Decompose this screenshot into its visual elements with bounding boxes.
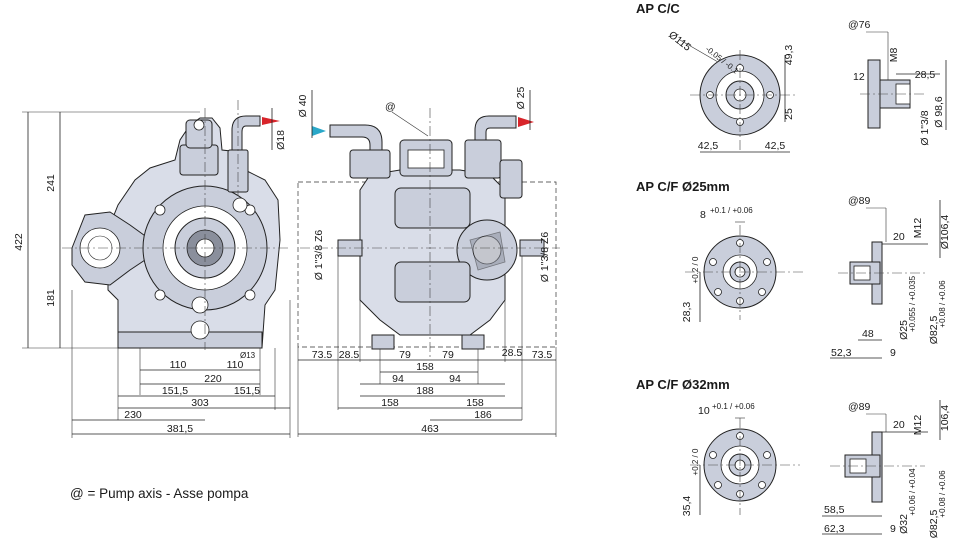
ap-cf32-tol32: +0.06 / +0.04: [908, 468, 917, 516]
side-view: [297, 108, 560, 360]
front-outlet-arrow: [262, 117, 280, 125]
dim-188: 188: [416, 385, 434, 397]
ap-cf32-10: 10: [698, 405, 710, 417]
ap-cc-d1-3-8: Ø 1"3/8: [919, 110, 931, 145]
side-outlet-arrow: [518, 117, 534, 127]
dim-d25-side: Ø 25: [515, 86, 527, 109]
ap-cf32-section: AP C/F Ø32mm 10 +0.1 / +0.06 35,4 +0.2 /…: [636, 377, 951, 538]
dim-158-top: 158: [416, 361, 434, 373]
ap-cf25-tol82-5: +0.08 / +0.06: [938, 280, 947, 328]
dim-110-right: 110: [227, 359, 244, 371]
front-base: [117, 331, 263, 349]
ap-cf32-58-5: 58,5: [824, 504, 845, 516]
ap-cf25-tol25: +0.055 / +0.035: [908, 275, 917, 332]
ap-cc-49-3: 49,3: [783, 45, 795, 66]
dim-110-left: 110: [170, 359, 187, 371]
ap-cc-12: 12: [853, 71, 865, 83]
dim-151-5-right: 151,5: [234, 385, 260, 397]
dim-422: 422: [13, 233, 25, 251]
ap-cc-section: AP C/C Ø115 -0.05 / -0.1 49,3 25 42,5 42…: [636, 1, 947, 153]
dim-73-5-right: 73.5: [532, 349, 553, 361]
ap-cf25-title: AP C/F Ø25mm: [636, 179, 730, 194]
dim-73-5-left: 73.5: [312, 349, 333, 361]
ap-cf32-9: 9: [890, 523, 896, 535]
ap-cf32-35-4: 35,4: [681, 496, 693, 517]
ap-cf32-title: AP C/F Ø32mm: [636, 377, 730, 392]
ap-cf25-8: 8: [700, 209, 706, 221]
ap-cc-42-5-right: 42,5: [765, 140, 786, 152]
ap-cf32-106-4: 106,4: [939, 405, 951, 431]
ap-cf25-tol8: +0.1 / +0.06: [710, 206, 753, 215]
front-view: [62, 100, 290, 350]
ap-cf25-section: AP C/F Ø25mm 8 +0.1 / +0.06 28,3 +0.2 / …: [636, 179, 951, 359]
dim-94-right: 94: [449, 373, 461, 385]
ap-cf25-20: 20: [893, 231, 905, 243]
dim-220: 220: [204, 373, 222, 385]
ap-cf25-tol28-3: +0.2 / 0: [691, 256, 700, 283]
pump-axis-marker: @: [385, 101, 396, 113]
ap-cf32-m12: M12: [912, 415, 924, 436]
dim-28-5-left: 28.5: [339, 349, 360, 361]
dim-230: 230: [124, 409, 142, 421]
side-view-dimensions: Ø 40 Ø 25 @ Ø 1"3/8 Z6 Ø 1"3/8 Z6 73.5 2…: [297, 86, 557, 437]
ap-cf25-52-3: 52,3: [831, 347, 852, 359]
dim-181: 181: [45, 289, 57, 307]
ap-cc-title: AP C/C: [636, 1, 680, 16]
dim-z6-right: Ø 1"3/8 Z6: [539, 232, 551, 283]
dim-151-5-left: 151,5: [162, 385, 188, 397]
ap-cf32-tol10: +0.1 / +0.06: [712, 402, 755, 411]
ap-cc-76: @76: [848, 19, 870, 31]
dim-303: 303: [191, 397, 209, 409]
front-view-dimensions: 422 241 181 Ø18 Ø13 110 110 220 151,5 15…: [13, 108, 291, 438]
ap-cf25-d106-4: Ø106,4: [939, 215, 951, 250]
dim-79-left: 79: [399, 349, 411, 361]
dim-186: 186: [474, 409, 492, 421]
dim-241: 241: [45, 174, 57, 192]
ap-cc-42-5-left: 42,5: [698, 140, 719, 152]
ap-cc-d98-6: Ø 98,6: [933, 96, 945, 128]
ap-cf25-48: 48: [862, 328, 874, 340]
ap-cf32-d82-5: Ø82,5: [928, 510, 940, 539]
dim-381-5: 381,5: [167, 423, 193, 435]
dim-463: 463: [421, 423, 439, 435]
dim-94-left: 94: [392, 373, 404, 385]
ap-cf32-d32: Ø32: [898, 514, 910, 534]
ap-cf32-tol35-4: +0.2 / 0: [691, 448, 700, 475]
ap-cf25-d25: Ø25: [898, 320, 910, 340]
ap-cf32-89: @89: [848, 401, 870, 413]
dim-28-5-right: 28.5: [502, 347, 523, 359]
ap-cc-m8: M8: [888, 48, 900, 63]
dim-158-left: 158: [381, 397, 399, 409]
dim-79-right: 79: [442, 349, 454, 361]
dim-z6-left: Ø 1"3/8 Z6: [313, 230, 325, 281]
side-inlet-arrow: [312, 126, 326, 136]
ap-cf32-tol82-5: +0.08 / +0.06: [938, 470, 947, 518]
ap-cc-28-5: 28,5: [915, 69, 936, 81]
ap-cc-d115: Ø115: [666, 29, 693, 54]
ap-cf25-89: @89: [848, 195, 870, 207]
ap-cf32-62-3: 62,3: [824, 523, 845, 535]
ap-cc-25: 25: [783, 108, 795, 120]
dim-d40: Ø 40: [297, 94, 309, 117]
ap-cf25-d82-5: Ø82,5: [928, 316, 940, 345]
dim-d13: Ø13: [240, 351, 256, 360]
ap-cf25-9: 9: [890, 347, 896, 359]
ap-cf25-28-3: 28,3: [681, 302, 693, 323]
dim-d18: Ø18: [275, 130, 287, 150]
pump-axis-note: @ = Pump axis - Asse pompa: [70, 486, 249, 501]
ap-cf25-m12: M12: [912, 218, 924, 239]
dim-158-right: 158: [466, 397, 484, 409]
ap-cf32-20: 20: [893, 419, 905, 431]
